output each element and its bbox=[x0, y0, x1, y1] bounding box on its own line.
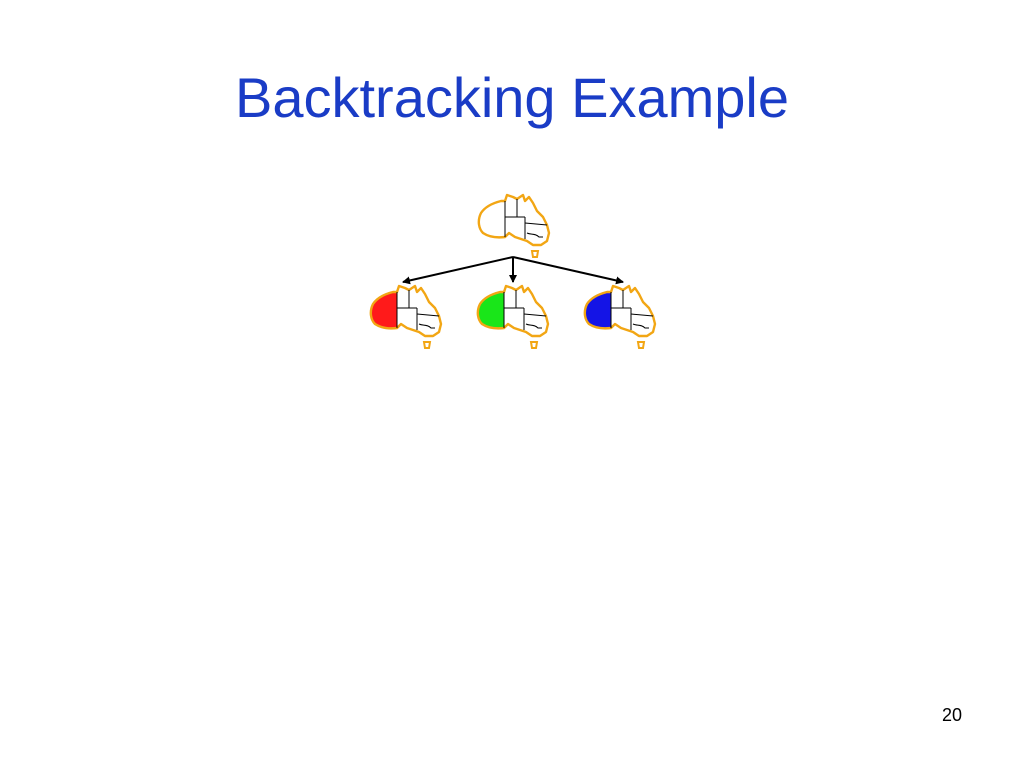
edge-to-blue bbox=[512, 256, 624, 285]
child-map-green bbox=[476, 284, 550, 350]
edge-to-red bbox=[402, 256, 514, 285]
page-number: 20 bbox=[941, 705, 962, 725]
slide-title: Backtracking Example bbox=[234, 66, 789, 129]
child-map-blue bbox=[583, 284, 657, 350]
root-map bbox=[477, 193, 551, 259]
child-map-red bbox=[369, 284, 443, 350]
